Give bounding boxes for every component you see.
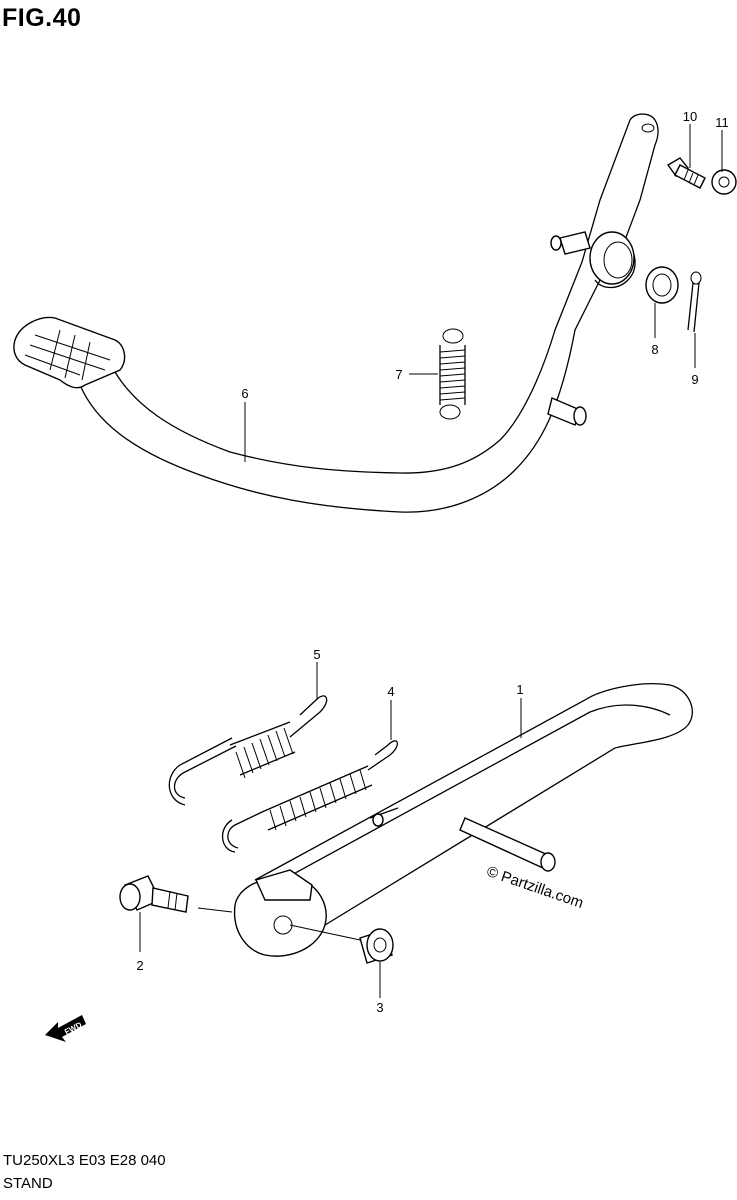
leader-lines <box>139 124 723 998</box>
brake-pedal-lever <box>13 113 659 513</box>
callout-6: 6 <box>241 386 248 401</box>
fwd-arrow-icon <box>45 1015 86 1042</box>
cotter-pin <box>687 271 702 333</box>
callout-10: 10 <box>683 109 697 124</box>
bolt <box>666 157 706 189</box>
stand-spring-small <box>168 695 328 806</box>
callout-8: 8 <box>651 342 658 357</box>
callout-7: 7 <box>395 367 402 382</box>
stand-nut <box>359 928 394 964</box>
callout-2: 2 <box>136 958 143 973</box>
side-stand <box>233 683 693 957</box>
washer <box>645 266 679 304</box>
callout-9: 9 <box>691 372 698 387</box>
nut <box>711 169 737 195</box>
diagram-code: TU250XL3 E03 E28 040 <box>3 1152 166 1169</box>
figure-title: FIG.40 <box>2 4 82 32</box>
pedal-return-spring <box>439 328 466 420</box>
callout-11: 11 <box>715 115 729 130</box>
callout-3: 3 <box>376 1000 383 1015</box>
callout-4: 4 <box>387 684 394 699</box>
callout-5: 5 <box>313 647 320 662</box>
callout-1: 1 <box>516 682 523 697</box>
stand-spring-large <box>221 740 398 853</box>
diagram-name: STAND <box>3 1175 53 1192</box>
pivot-bolt <box>119 875 189 913</box>
